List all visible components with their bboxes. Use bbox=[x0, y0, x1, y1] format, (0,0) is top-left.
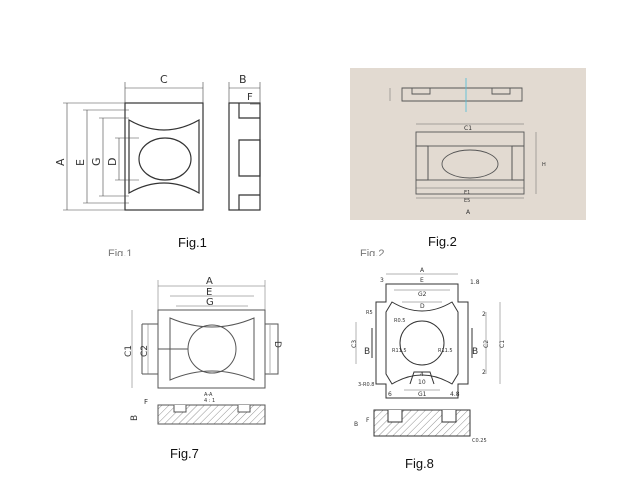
fig2-label-e5: E5 bbox=[464, 198, 470, 204]
fig2-caption: Fig.2 bbox=[428, 234, 457, 249]
fig8-label-c1: C1 bbox=[499, 340, 506, 348]
fig7-label-e: E bbox=[206, 287, 212, 298]
fig1-center-post bbox=[138, 137, 192, 181]
fig2-label-c1: C1 bbox=[464, 125, 472, 132]
fig2-photo-background bbox=[350, 68, 586, 220]
fig7-label-c1: C1 bbox=[124, 345, 134, 357]
fig8-label-d1-8: 1.8 bbox=[470, 279, 480, 286]
fig2-label-a: A bbox=[466, 209, 471, 216]
fig7-label-d: D bbox=[272, 341, 282, 348]
fig8-label-r11b: R11.5 bbox=[438, 348, 453, 354]
fig1-label-g: G bbox=[90, 157, 103, 166]
fig8-label-r5: R5 bbox=[366, 310, 373, 316]
fig8-window-path bbox=[385, 301, 459, 385]
fig1-caption: Fig.1 bbox=[178, 235, 207, 250]
fig8-core-outline bbox=[375, 283, 469, 399]
fig8-label-e: E bbox=[420, 277, 424, 284]
fig7-window-path bbox=[169, 317, 255, 381]
fig8-label-f: F bbox=[366, 417, 370, 424]
fig2-label-h: H bbox=[542, 162, 546, 168]
fig8-label-b: B bbox=[354, 421, 358, 428]
fig7-label-b: B bbox=[130, 415, 140, 421]
fig2-side-profile bbox=[401, 87, 523, 102]
fig1-label-c: C bbox=[160, 73, 168, 86]
fig8-label-b-right: B bbox=[472, 347, 478, 357]
fig1-core-outline bbox=[124, 102, 204, 211]
fig2-core-outline bbox=[415, 131, 525, 195]
fig8-label-d2a: 2 bbox=[482, 311, 486, 318]
fig8-label-a: A bbox=[420, 267, 425, 274]
fig8-label-d3: 3 bbox=[380, 277, 384, 284]
fig7-label-section: A-A bbox=[204, 392, 213, 398]
fig7-caption: Fig.7 bbox=[170, 446, 199, 461]
fig1-drawing: C B F A E G D bbox=[55, 73, 261, 211]
fig2-label-e: E1 bbox=[464, 190, 470, 196]
fig8-label-d4: 4 bbox=[420, 371, 424, 378]
fig8-label-d: D bbox=[420, 303, 425, 310]
fig8-label-d6: 6 bbox=[388, 391, 392, 398]
fig1-label-a: A bbox=[55, 158, 67, 166]
fig7-label-scale: 4 : 1 bbox=[204, 398, 215, 404]
fig2-caption-ghost: Fig.2 bbox=[360, 248, 385, 256]
fig1-label-d: D bbox=[106, 158, 119, 166]
fig7-label-g: G bbox=[206, 297, 214, 308]
fig7-label-f: F bbox=[144, 398, 148, 406]
fig1-side-outline bbox=[228, 102, 261, 211]
fig8-label-g2: G2 bbox=[418, 291, 427, 298]
fig7-label-a: A bbox=[206, 276, 213, 287]
fig8-label-chamfer: 3-R0.8 bbox=[358, 382, 374, 388]
fig2-center-post bbox=[441, 149, 499, 179]
fig8-label-b-left: B bbox=[364, 347, 370, 357]
fig8-label-r11: R11.5 bbox=[392, 348, 407, 354]
fig8-label-r: R0.5 bbox=[394, 318, 405, 324]
fig7-core-outline bbox=[157, 309, 266, 389]
fig7-label-c2: C2 bbox=[140, 345, 150, 357]
fig8-caption: Fig.8 bbox=[405, 456, 434, 471]
fig1-label-e: E bbox=[74, 159, 87, 166]
fig1-window-path bbox=[128, 118, 200, 195]
fig7-drawing: A E G C1 C2 D B F A-A 4 : 1 bbox=[124, 276, 282, 425]
fig1-label-b: B bbox=[239, 73, 247, 86]
fig2-drawing: C1 E1 E5 A H bbox=[350, 68, 586, 220]
fig8-label-c025: C0.25 bbox=[472, 438, 487, 444]
fig8-label-c2: C2 bbox=[483, 340, 490, 348]
fig1-label-f: F bbox=[247, 92, 253, 103]
fig8-drawing: A E G2 D 3 1.8 R5 R0.5 R11.5 R11.5 C3 C2… bbox=[351, 267, 506, 444]
fig1-caption-ghost: Fig.1 bbox=[108, 248, 133, 256]
fig8-label-c3: C3 bbox=[351, 340, 358, 348]
fig8-label-g1: G1 bbox=[418, 391, 427, 398]
fig8-label-d4-8: 4.8 bbox=[450, 391, 460, 398]
fig7-center-post bbox=[187, 324, 237, 374]
fig8-label-d2b: 2 bbox=[482, 369, 486, 376]
fig8-label-d10: 10 bbox=[418, 379, 426, 386]
fig8-center-post bbox=[399, 320, 445, 366]
